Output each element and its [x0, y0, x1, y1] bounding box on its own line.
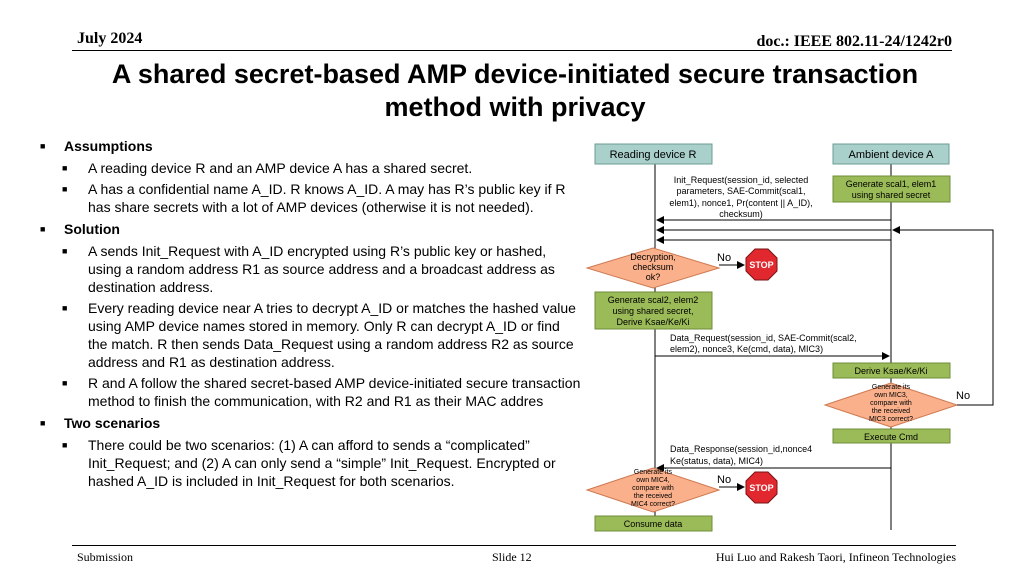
generate-scal2-box — [594, 291, 713, 330]
svg-text:Data_Response(session_id,nonce: Data_Response(session_id,nonce4 — [670, 444, 812, 454]
bullet-square-icon: ■ — [62, 440, 68, 450]
data-response-label: Data_Response(session_id,nonce4 Ke(statu… — [670, 444, 812, 466]
bullet-solution: ■Solution — [40, 221, 120, 237]
bullet-square-icon: ■ — [40, 224, 46, 234]
svg-text:ok?: ok? — [646, 272, 661, 282]
svg-text:Generate its: Generate its — [634, 469, 673, 476]
generate-scal2-label: Generate scal2, elem2 using shared secre… — [608, 295, 699, 327]
svg-text:parameters, SAE-Commit(scal1,: parameters, SAE-Commit(scal1, — [676, 186, 805, 196]
bullet-list: ■Assumptions ■A reading device R and an … — [38, 137, 583, 490]
footer-divider — [72, 545, 956, 546]
bullet-assumptions: ■Assumptions — [40, 138, 153, 154]
svg-text:Init_Request(session_id, sele: Init_Request(session_id, selected — [674, 175, 809, 185]
decryption-decision — [585, 247, 721, 289]
reading-device-box — [594, 143, 713, 165]
svg-text:the received: the received — [872, 408, 910, 415]
header-doc-id: doc.: IEEE 802.11-24/1242r0 — [756, 33, 952, 50]
footer-slide-number: Slide 12 — [492, 550, 532, 564]
generate-scal1-box — [832, 175, 951, 203]
execute-cmd-label: Execute Cmd — [864, 432, 918, 442]
no-label: No — [717, 474, 731, 486]
bullet-square-icon: ■ — [62, 303, 68, 313]
svg-text:STOP: STOP — [749, 260, 773, 270]
svg-text:Generate its: Generate its — [872, 384, 911, 391]
svg-text:elem1), nonce1, Pr(content ||: elem1), nonce1, Pr(content || A_ID), — [669, 198, 812, 208]
no-loop-arrow — [892, 226, 994, 406]
svg-text:the received: the received — [634, 493, 672, 500]
svg-text:using shared secret,: using shared secret, — [612, 306, 693, 316]
bullet-item: ■There could be two scenarios: (1) A can… — [62, 437, 556, 489]
init-request-label: Init_Request(session_id, selected parame… — [669, 175, 812, 219]
svg-text:Derive Ksae/Ke/Ki: Derive Ksae/Ke/Ki — [616, 317, 689, 327]
svg-text:Decryption,: Decryption, — [630, 252, 676, 262]
consume-data-box — [594, 515, 713, 532]
execute-cmd-box — [832, 428, 951, 444]
ambient-device-box — [832, 143, 950, 165]
footer-submission: Submission — [77, 550, 134, 564]
bullet-square-icon: ■ — [40, 418, 46, 428]
decryption-decision-label: Decryption, checksum ok? — [630, 252, 676, 282]
no-label: No — [717, 252, 731, 264]
slide-title: A shared secret-based AMP device-initiat… — [111, 59, 919, 122]
bullet-item: ■R and A follow the shared secret-based … — [62, 375, 581, 409]
bullet-square-icon: ■ — [40, 141, 46, 151]
svg-text:MIC4 correct?: MIC4 correct? — [631, 501, 675, 508]
svg-text:own MIC4,: own MIC4, — [636, 477, 670, 484]
header-divider — [72, 50, 952, 51]
svg-text:checksum): checksum) — [719, 209, 763, 219]
svg-text:STOP: STOP — [749, 483, 773, 493]
bullet-item: ■Every reading device near A tries to de… — [62, 300, 576, 370]
bullet-square-icon: ■ — [62, 246, 68, 256]
svg-text:own MIC3,: own MIC3, — [874, 392, 908, 399]
data-request-label: Data_Request(session_id, SAE-Commit(scal… — [670, 333, 857, 354]
svg-text:MIC3 correct?: MIC3 correct? — [869, 416, 913, 423]
svg-text:elem2), nonce3, Ke(cmd, data),: elem2), nonce3, Ke(cmd, data), MIC3) — [670, 344, 823, 354]
bullet-scenarios: ■Two scenarios — [40, 415, 161, 431]
footer-authors: Hui Luo and Rakesh Taori, Infineon Techn… — [715, 550, 956, 564]
svg-text:using shared secret: using shared secret — [852, 190, 931, 200]
consume-data-label: Consume data — [624, 519, 683, 529]
header-date: July 2024 — [77, 30, 143, 47]
svg-text:checksum: checksum — [633, 262, 674, 272]
mic4-decision-label: Generate its own MIC4, compare with the … — [631, 469, 675, 508]
derive-ksae-label: Derive Ksae/Ke/Ki — [854, 366, 927, 376]
svg-text:Generate scal1, elem1: Generate scal1, elem1 — [846, 179, 937, 189]
bullet-square-icon: ■ — [62, 163, 68, 173]
bullet-item: ■A sends Init_Request with A_ID encrypte… — [62, 243, 555, 295]
generate-scal1-label: Generate scal1, elem1 using shared secre… — [846, 179, 937, 200]
derive-ksae-box — [832, 362, 951, 379]
reading-device-label: Reading device R — [610, 149, 697, 161]
svg-text:Ke(status, data), MIC4): Ke(status, data), MIC4) — [670, 456, 763, 466]
svg-text:compare with: compare with — [870, 400, 912, 407]
bullet-square-icon: ■ — [62, 184, 68, 194]
mic3-decision-label: Generate its own MIC3, compare with the … — [869, 384, 913, 423]
bullet-square-icon: ■ — [62, 378, 68, 388]
bullet-item: ■A reading device R and an AMP device A … — [62, 160, 473, 176]
stop-sign-icon: STOP — [745, 471, 778, 504]
stop-sign-icon: STOP — [745, 248, 778, 281]
no-label-ambient: No — [956, 390, 970, 402]
svg-text:Generate scal2, elem2: Generate scal2, elem2 — [608, 295, 699, 305]
bullet-item: ■A has a confidential name A_ID. R knows… — [62, 181, 566, 215]
ambient-device-label: Ambient device A — [849, 149, 935, 161]
svg-text:Data_Request(session_id, SAE-: Data_Request(session_id, SAE-Commit(scal… — [670, 333, 857, 343]
svg-text:compare with: compare with — [632, 485, 674, 492]
mic4-decision — [585, 467, 721, 513]
